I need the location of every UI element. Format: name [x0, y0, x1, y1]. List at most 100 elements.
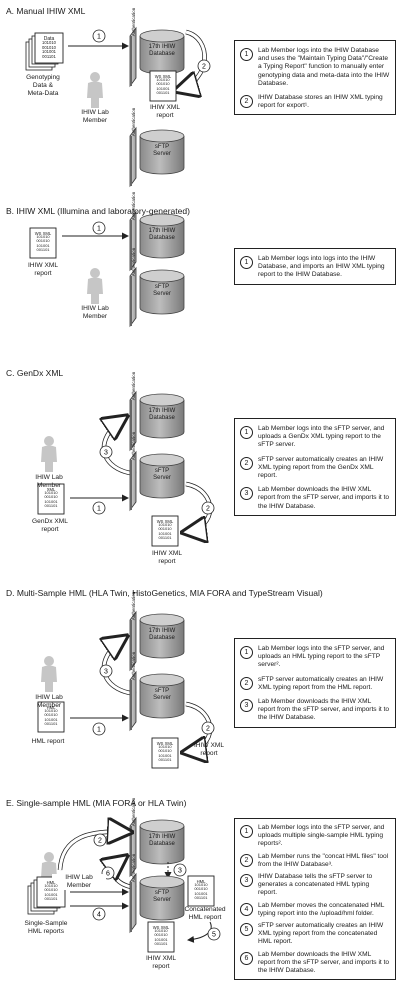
- section-d-diagram: 3 2 1: [37, 611, 215, 769]
- step-number: 2: [240, 456, 253, 470]
- hml-doc-label-e: HML: [46, 880, 56, 885]
- step-number: 2: [240, 853, 253, 867]
- svg-text:5: 5: [212, 932, 216, 939]
- step-item: 1 Lab Member logs into the sFTP server, a…: [240, 824, 390, 849]
- ws-xml-digits-a: 101010 001010 101001 001101: [156, 77, 170, 96]
- section-a-title: A. Manual IHIW XML: [6, 6, 86, 16]
- section-a-diagram: 1 2: [25, 27, 211, 187]
- step-number: 6: [240, 951, 253, 965]
- svg-text:3: 3: [104, 450, 108, 457]
- database-label-b: 17th IHIW Database: [148, 228, 176, 241]
- concat-doc-label: HML: [196, 879, 206, 884]
- lab-member-label-e: IHIW Lab Member: [52, 874, 106, 890]
- database-label-d: 17th IHIW Database: [148, 628, 176, 641]
- section-b-diagram: 1: [29, 211, 185, 327]
- step-number: 1: [240, 646, 253, 659]
- step-item: 2 sFTP server automatically creates an IH…: [240, 456, 390, 481]
- person-icon-b: [87, 268, 103, 304]
- step-number: 1: [240, 48, 253, 61]
- auth-label-b2: Authentication: [131, 247, 136, 277]
- svg-text:1: 1: [97, 34, 101, 41]
- step-text: Lab Member logs into the sFTP server, an…: [258, 824, 385, 848]
- svg-text:1: 1: [97, 727, 101, 734]
- step-number: 5: [240, 923, 253, 937]
- step-number: 4: [240, 902, 253, 916]
- gendx-label: GenDx XML report: [32, 518, 68, 533]
- step-number: 3: [240, 487, 253, 501]
- xml-report-label-b: IHIW XML report: [27, 262, 59, 277]
- ws-xml-digits-e: 101010 001010 101001 001101: [154, 928, 168, 947]
- arrow-a2: [178, 30, 207, 90]
- step-number: 1: [240, 256, 253, 269]
- xml-report-label-e: IHIW XML report: [145, 955, 177, 970]
- auth-label-a1: Authentication: [131, 7, 136, 37]
- svg-text:3: 3: [104, 669, 108, 676]
- step-item: 1 Lab Member logs into the sFTP server, a…: [240, 425, 390, 450]
- section-b-title: B. IHIW XML (Illumina and laboratory-gen…: [6, 206, 190, 216]
- svg-text:4: 4: [97, 912, 101, 919]
- ws-xml-label-a: WS XML: [154, 74, 172, 79]
- step-number: 1: [240, 825, 253, 838]
- section-d-title: D. Multi-Sample HML (HLA Twin, HistoGene…: [6, 588, 323, 598]
- step-number: 3: [240, 699, 253, 713]
- arrow-e2: [58, 832, 128, 871]
- xml-doc-digits-c: 101010 001010 101001 001101: [44, 490, 58, 509]
- genotyping-data-docs: [25, 32, 64, 71]
- auth-label-b1: Authentication: [131, 191, 136, 221]
- sftp-label-b: sFTP Server: [153, 284, 171, 297]
- step-text: Lab Member runs the "concat HML files" t…: [258, 852, 389, 868]
- data-doc-digits: 101010 001010 101001 001101: [42, 40, 56, 59]
- svg-text:2: 2: [202, 64, 206, 71]
- step-text: Lab Member logs into the IHIW Database a…: [258, 47, 390, 87]
- step-text: Lab Member logs into the sFTP server, an…: [258, 425, 385, 449]
- svg-text:3: 3: [178, 868, 182, 875]
- sftp-label-a: sFTP Server: [153, 144, 171, 157]
- auth-label-e2: Authentication: [131, 853, 136, 883]
- step-number: 1: [240, 426, 253, 439]
- lab-member-label-b: IHIW Lab Member: [81, 305, 109, 320]
- ws-xml-digits-b: 101010 001010 101001 001101: [36, 234, 50, 253]
- xml-report-label-d: IHIW XML report: [193, 742, 225, 757]
- hml-doc-label-d: HML: [46, 705, 56, 710]
- concat-doc-digits: 101010 001010 101001 001101: [194, 882, 208, 901]
- ws-xml-label-b: WS XML: [34, 231, 52, 236]
- person-icon-d: [41, 656, 57, 692]
- step-text: Lab Member downloads the IHIW XML report…: [258, 950, 390, 975]
- lab-member-label-d: IHIW Lab Member: [35, 694, 63, 709]
- step-text: IHIW Database tells the sFTP server to g…: [258, 873, 373, 897]
- step-text: IHIW Database stores an IHIW XML typing …: [258, 94, 383, 110]
- step-number: 3: [240, 874, 253, 888]
- svg-text:6: 6: [106, 871, 110, 878]
- ws-xml-label-d: WS XML: [156, 741, 174, 746]
- step-item: 1 Lab Member logs into the IHIW Database …: [240, 47, 390, 88]
- section-c-diagram: 3 2 1: [37, 391, 215, 547]
- sftp-label-e: sFTP Server: [153, 890, 171, 903]
- step-text: sFTP server automatically creates an IHI…: [258, 675, 384, 691]
- step-text: Lab Member downloads the IHIW XML report…: [258, 486, 390, 510]
- xml-report-label-a: IHIW XML report: [149, 104, 181, 119]
- xml-doc-label-c: XML: [46, 487, 56, 492]
- single-sample-docs: [27, 876, 66, 915]
- hml-report-label-d: HML report: [31, 738, 65, 745]
- section-e-steps-box: 1 Lab Member logs into the sFTP server, a…: [234, 818, 396, 981]
- database-label-e: 17th IHIW Database: [148, 834, 176, 847]
- single-sample-label: Single-Sample HML reports: [24, 920, 68, 935]
- section-c-steps-box: 1 Lab Member logs into the sFTP server, a…: [234, 418, 396, 516]
- database-label-a: 17th IHIW Database: [148, 44, 176, 57]
- step-text: sFTP server automatically creates an IHI…: [258, 455, 384, 480]
- auth-label-c2: Authentication: [131, 431, 136, 461]
- svg-text:2: 2: [98, 838, 102, 845]
- ws-xml-digits-d: 101010 001010 101001 001101: [158, 744, 172, 763]
- step-item: 6 Lab Member downloads the IHIW XML repor…: [240, 951, 390, 976]
- svg-text:2: 2: [206, 726, 210, 733]
- step-item: 3 IHIW Database tells the sFTP server to …: [240, 873, 390, 898]
- database-label-c: 17th IHIW Database: [148, 408, 176, 421]
- auth-label-d2: Authentication: [131, 651, 136, 681]
- lab-member-label-c: IHIW Lab Member: [35, 474, 63, 489]
